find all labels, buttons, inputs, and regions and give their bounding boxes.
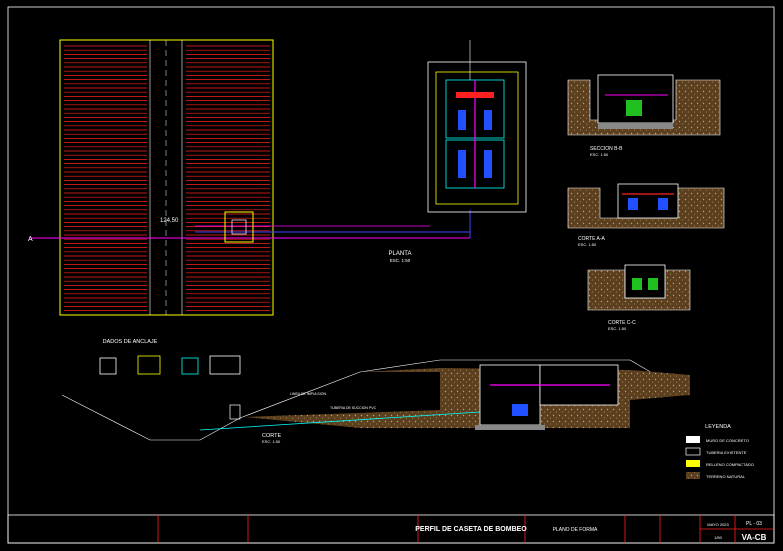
date: MAYO 2023 (707, 522, 729, 527)
legend-swatch-1 (686, 436, 700, 443)
plan-scale: ESC. 1:50 (390, 258, 411, 263)
section-bb-pump (626, 100, 642, 116)
legend-item-2: TUBERIA EXISTENTE (706, 450, 747, 455)
sec-aa-title: CORTE A-A (578, 236, 606, 242)
pump-house-plan: PLANTA ESC. 1:50 (389, 40, 527, 263)
house-outline (427, 61, 527, 213)
anchor-block-4 (209, 355, 241, 375)
legend-item-3: RELLENO COMPACTADO (706, 462, 754, 467)
section-bb-slab (598, 123, 673, 129)
sheet-code: VA-CB (742, 533, 767, 542)
valve-box (231, 219, 247, 235)
section-aa-pump-2 (658, 198, 668, 210)
drawing-name: PLANO DE FORMA (553, 527, 598, 533)
profile-scale: ESC. 1:50 (262, 439, 281, 444)
title-block-frame (7, 514, 775, 544)
pipe-profile (199, 411, 481, 431)
section-cc: CORTE C-C ESC. 1:50 (587, 264, 691, 331)
anchor-block-1 (99, 357, 117, 375)
profile-pump-house (479, 364, 541, 426)
anchor-block-3 (181, 357, 199, 375)
legend: LEYENDA MURO DE CONCRETO TUBERIA EXISTEN… (685, 424, 754, 479)
section-bb: SECCION B-B ESC. 1:50 (567, 74, 721, 157)
lot-hatch-right (186, 45, 270, 311)
profile-earth-2 (245, 410, 440, 428)
anchor-blocks: DADOS DE ANCLAJE (99, 339, 241, 375)
sec-aa-scale: ESC. 1:50 (578, 242, 597, 247)
pipe-label-1: LINEA DE IMPULSION (290, 392, 326, 396)
anchor-title: DADOS DE ANCLAJE (103, 339, 158, 345)
sec-bb-title: SECCION B-B (590, 146, 623, 152)
pipe-route: A (28, 210, 471, 243)
legend-swatch-2 (685, 447, 701, 456)
section-arrow-a: A (28, 236, 33, 243)
road-frame (59, 39, 274, 316)
valve-chamber (224, 211, 254, 243)
coord-label: 124.50 (160, 218, 179, 224)
sec-cc-title: CORTE C-C (608, 320, 636, 326)
anchor-block-2 (137, 355, 161, 375)
profile-slab (475, 425, 545, 430)
section-cc-pump-2 (648, 278, 658, 290)
pipe-label-2: TUBERIA DE SUCCION PVC (330, 406, 377, 410)
section-aa-box (617, 183, 679, 219)
road-plan: 124.50 (59, 39, 274, 316)
longitudinal-profile: LINEA DE IMPULSION TUBERIA DE SUCCION PV… (61, 359, 691, 444)
project-title: PERFIL DE CASETA DE BOMBEO (415, 526, 527, 533)
pump-1-icon (458, 110, 466, 130)
pump-3-icon (458, 150, 466, 178)
plan-title: PLANTA (389, 251, 412, 257)
house-wall (435, 71, 519, 205)
title-block: PERFIL DE CASETA DE BOMBEO PLANO DE FORM… (7, 514, 775, 544)
section-aa-pump-1 (628, 198, 638, 210)
pump-2-icon (484, 110, 492, 130)
section-aa: CORTE A-A ESC. 1:50 (567, 183, 725, 247)
sheet-ref: PL - 03 (746, 521, 762, 527)
legend-swatch-4 (686, 472, 700, 479)
discharge-manifold (456, 92, 494, 98)
legend-title: LEYENDA (705, 424, 731, 430)
profile-title: CORTE (262, 433, 281, 439)
legend-item-1: MURO DE CONCRETO (706, 438, 749, 443)
pump-4-icon (484, 150, 492, 178)
section-cc-pump-1 (632, 278, 642, 290)
sec-cc-scale: ESC. 1:50 (608, 326, 627, 331)
legend-swatch-3 (686, 460, 700, 467)
section-cc-box (624, 264, 666, 299)
profile-anchor (229, 404, 241, 420)
profile-pump (512, 404, 528, 416)
scale: 1/50 (714, 535, 723, 540)
legend-item-4: TERRENO NATURAL (706, 474, 746, 479)
lot-hatch-left (64, 45, 147, 311)
ground-line (61, 359, 691, 441)
sec-bb-scale: ESC. 1:50 (590, 152, 609, 157)
